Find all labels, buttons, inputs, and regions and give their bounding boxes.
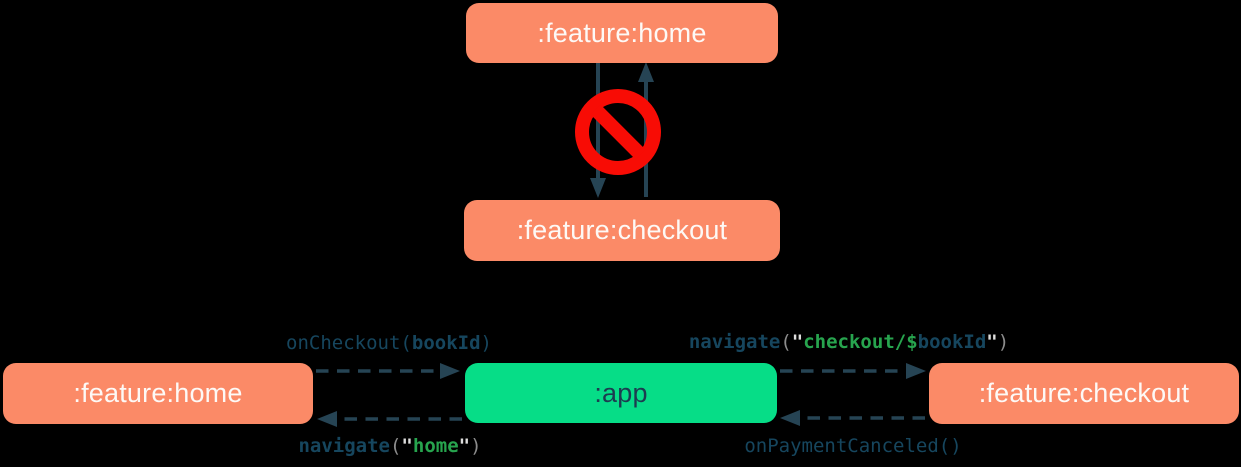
no-entry-slash — [590, 104, 646, 160]
code-token: checkout/$ — [803, 331, 918, 353]
arrowhead-left-icon — [317, 411, 337, 427]
code-token: ( — [389, 435, 402, 457]
arrowhead-right-icon — [440, 363, 460, 379]
no-entry-icon — [575, 89, 661, 175]
code-token: navigate — [298, 435, 390, 457]
arrowhead-up-icon — [638, 62, 654, 82]
code-token: " — [458, 435, 471, 457]
code-token: " — [986, 331, 998, 353]
code-token: ) — [997, 331, 1010, 353]
label-navigate-checkout: navigate("checkout/$bookId") — [689, 330, 1009, 354]
node-top-feature-checkout: :feature:checkout — [464, 200, 780, 261]
code-token: ) — [480, 332, 492, 354]
code-token: navigate — [688, 331, 781, 353]
arrowhead-right-icon — [906, 363, 926, 379]
code-token: bookId — [411, 332, 481, 354]
label-navigate-home: navigate("home") — [298, 434, 481, 458]
node-app: :app — [465, 363, 777, 423]
node-label: :feature:checkout — [978, 378, 1190, 408]
code-token: onCheckout( — [286, 332, 412, 354]
code-token: ) — [470, 435, 482, 457]
node-bottom-feature-home: :feature:home — [3, 363, 313, 424]
label-on-checkout: onCheckout(bookId) — [286, 331, 492, 355]
node-label: :feature:home — [73, 378, 243, 408]
arrowhead-left-icon — [780, 410, 800, 426]
code-token: " — [401, 435, 413, 457]
code-token: ( — [780, 331, 792, 353]
node-label: :app — [594, 377, 648, 408]
arrowhead-down-icon — [590, 178, 606, 198]
node-label: :feature:home — [537, 17, 707, 48]
label-on-payment-canceled: onPaymentCanceled() — [744, 434, 961, 458]
node-top-feature-home: :feature:home — [466, 3, 778, 63]
code-token: onPaymentCanceled() — [744, 435, 962, 457]
code-token: home — [412, 435, 459, 457]
code-token: bookId — [917, 331, 987, 353]
node-bottom-feature-checkout: :feature:checkout — [929, 363, 1239, 424]
code-token: " — [791, 331, 804, 353]
node-label: :feature:checkout — [516, 215, 728, 245]
